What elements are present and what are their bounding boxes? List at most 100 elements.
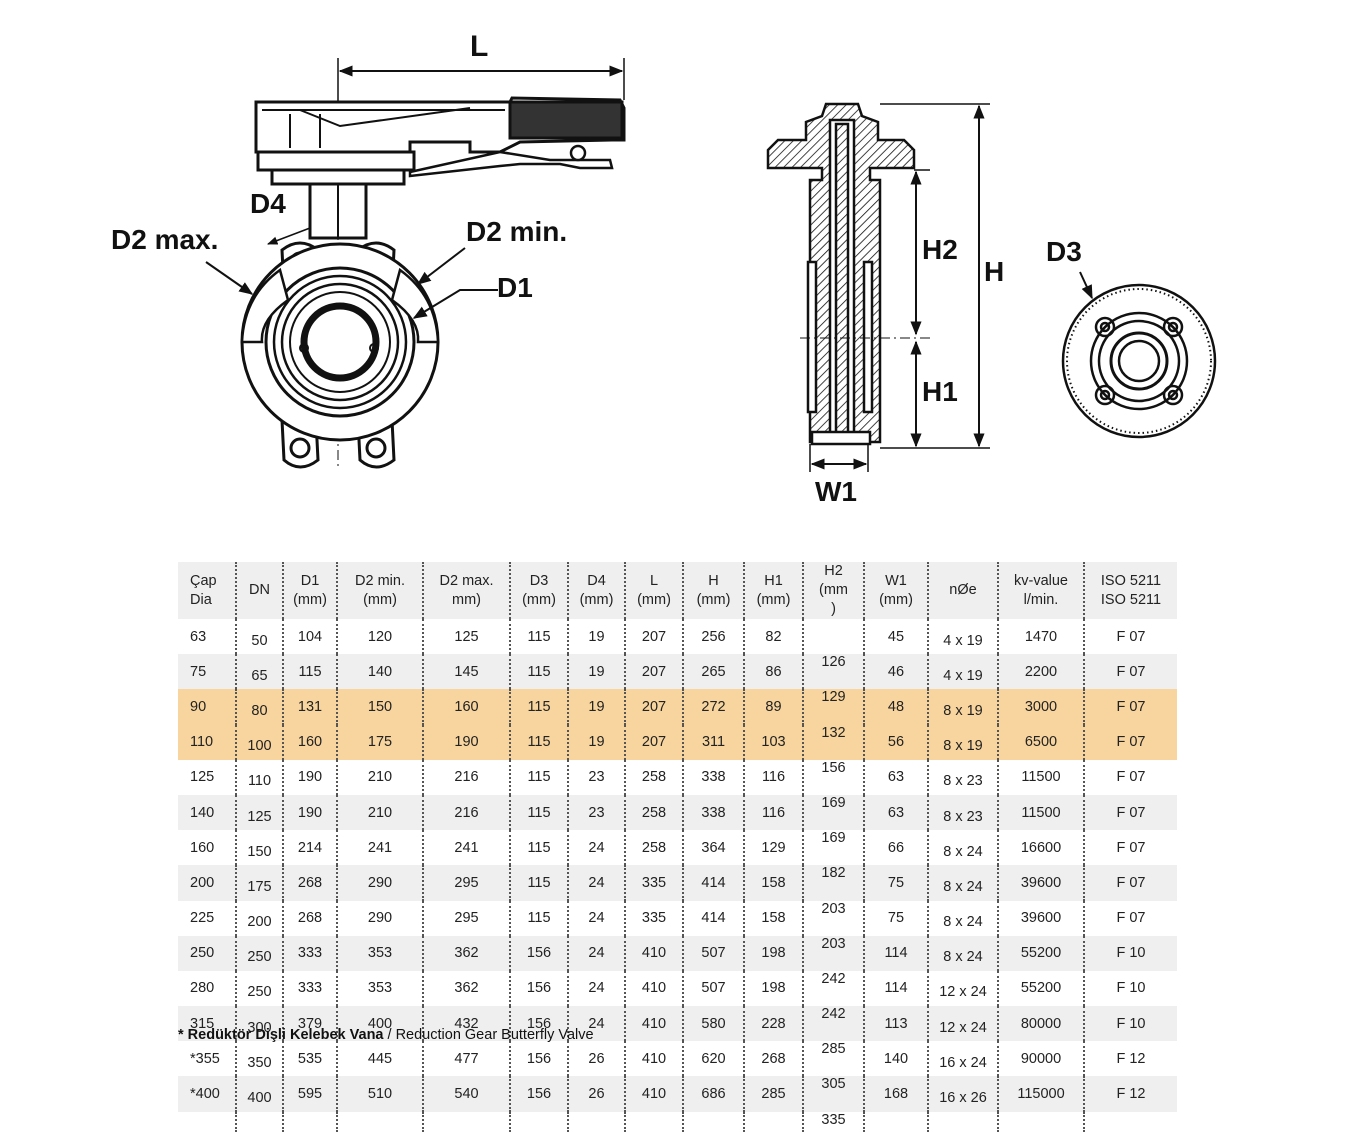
table-cell: 8 x 24 [927,865,998,901]
column-header-text: (mm) [756,591,791,608]
dim-label-H: H [984,256,1005,287]
table-cell: 125 [235,794,283,831]
table-cell: 120 [336,619,423,655]
table-cell: 258 [624,830,683,866]
table-cell [682,1111,744,1132]
table-cell: 129 [743,830,803,866]
table-cell: F 10 [1083,1006,1177,1042]
table-cell: 126 [802,654,864,690]
table-cell: 156 [509,1076,568,1112]
table-cell: *355 [190,1050,220,1067]
table-cell: 50 [235,619,283,655]
column-header-text: mm) [452,591,481,608]
column-header-text: W1 [885,572,907,589]
table-cell: 333 [282,935,337,971]
table-cell: 242 [802,1006,864,1042]
table-cell: 75 [863,865,928,901]
table-cell: 256 [682,619,744,655]
table-cell: 156 [509,935,568,971]
table-cell: 19 [567,689,625,725]
table-cell: 16 x 24 [927,1041,998,1077]
column-header: D2 max.mm) [422,562,510,619]
table-cell: 114 [863,970,928,1007]
table-cell: 362 [422,970,510,1007]
table-cell: 2200 [997,654,1084,690]
table-cell: 620 [682,1041,744,1077]
table-cell: F 07 [1083,619,1177,655]
table-cell: 140 [178,794,236,831]
table-cell: 24 [567,1006,625,1042]
table-cell: 115 [282,654,337,690]
table-cell: 156 [509,1041,568,1077]
table-cell: 8 x 23 [927,759,998,795]
table-cell: 207 [624,689,683,725]
column-header: W1 (mm) [863,562,928,619]
table-cell: 510 [336,1076,423,1112]
table-cell: 12 x 24 [927,970,998,1007]
table-cell: 11500 [997,759,1084,795]
table-cell: 200 [235,900,283,936]
table-cell: 129 [802,689,864,725]
table-cell: 1470 [997,619,1084,655]
table-cell: 75 [178,654,236,690]
table-cell: 116 [743,759,803,795]
table-cell: 216 [422,794,510,831]
table-cell [336,1111,423,1132]
table-cell: 414 [682,865,744,901]
table-cell: 535 [282,1041,337,1077]
table-cell: 182 [802,865,864,901]
table-cell: 114 [863,935,928,971]
table-cell: 45 [863,619,928,655]
column-header-text: nØe [949,582,977,598]
column-header-text: (mm) [879,591,913,608]
dim-label-L: L [470,30,489,63]
column-header-text: H1 [764,572,783,589]
table-cell: 507 [682,970,744,1007]
table-cell: 24 [567,935,625,971]
flange-view [1061,271,1217,439]
footnote-rest: / Reduction Gear Butterfly Valve [383,1027,594,1043]
table-cell: 80 [235,689,283,725]
table-cell: 203 [802,935,864,971]
column-header-text: ISO 5211 [1100,572,1162,589]
table-cell: 268 [743,1041,803,1077]
table-cell: 8 x 24 [927,935,998,971]
table-cell: 311 [682,724,744,760]
table-cell: 55200 [997,935,1084,971]
table-cell: 595 [282,1076,337,1112]
table-cell: 19 [567,654,625,690]
table-cell: 216 [422,759,510,795]
table-cell: 26 [567,1041,625,1077]
table-cell: 295 [422,900,510,936]
column-header: L(mm) [624,562,683,619]
table-cell: 477 [422,1041,510,1077]
table-cell: 250 [178,935,236,971]
table-cell: 75 [863,900,928,936]
table-cell: 156 [509,1006,568,1042]
table-cell: 89 [743,689,803,725]
table-cell: 300 [235,1006,283,1042]
table-cell: 268 [282,900,337,936]
footnote: * Redüktör Dişli Kelebek Vana / Reductio… [178,1027,594,1043]
column-header-text: (mm) [637,591,671,608]
table-cell: 241 [422,830,510,866]
technical-drawings: L D4 D2 max. D2 min. D1 H2 H H1 W1 D3 [0,0,1354,520]
table-cell: 160 [282,724,337,760]
table-cell: 207 [624,654,683,690]
table-cell: 315 [178,1006,236,1042]
table-cell: 507 [682,935,744,971]
table-cell: 410 [624,935,683,971]
table-cell: 115 [509,724,568,760]
table-cell: 207 [624,724,683,760]
table-cell: 338 [682,759,744,795]
table-cell: 82 [743,619,803,655]
table-cell: 8 x 23 [927,794,998,831]
table-cell: 63 [190,628,207,645]
